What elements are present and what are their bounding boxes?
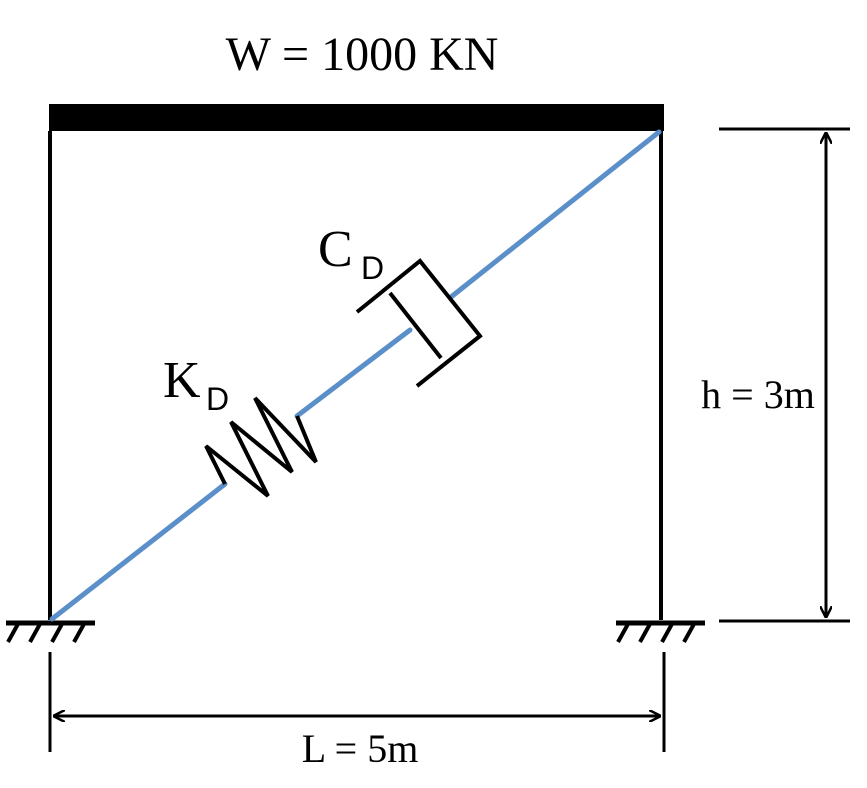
right-fixed-support	[616, 620, 705, 643]
damper-icon	[355, 258, 483, 388]
spring-icon	[204, 396, 318, 498]
damper-label: C	[318, 221, 353, 278]
left-fixed-support	[6, 620, 95, 643]
spring-label: K	[163, 352, 201, 409]
load-label: W = 1000 KN	[226, 28, 499, 81]
diagonal-brace	[49, 129, 662, 622]
damper-label-subscript: D	[361, 250, 384, 286]
span-dimension	[48, 652, 666, 752]
height-label: h = 3m	[701, 372, 815, 417]
height-dimension	[719, 127, 850, 623]
spring-label-subscript: D	[206, 381, 229, 417]
rigid-beam	[49, 104, 664, 131]
span-label: L = 5m	[302, 726, 419, 771]
